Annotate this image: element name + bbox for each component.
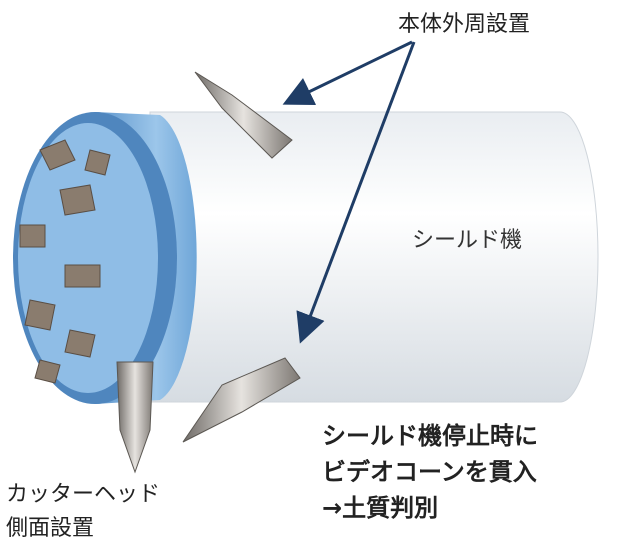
label-body-periphery: 本体外周設置 [398,12,531,37]
video-cone-top [194,71,293,159]
pointer-arrows [282,40,416,344]
label-note: シールド機停止時に ビデオコーンを貫入 →土質判別 [322,418,538,526]
label-shield-machine: シールド機 [412,228,523,253]
note-line: →土質判別 [322,494,439,522]
cutter-head [13,112,197,404]
machine-body [149,111,599,403]
cutter-line: カッターヘッド [6,482,161,507]
video-cone-bottom [182,357,301,443]
cutter-line: 側面設置 [6,516,95,541]
video-cone-cutter [116,361,154,474]
note-line: シールド機停止時に [322,422,538,450]
label-cutter-side: カッターヘッド 側面設置 [6,478,160,546]
note-line: ビデオコーンを貫入 [322,458,537,486]
